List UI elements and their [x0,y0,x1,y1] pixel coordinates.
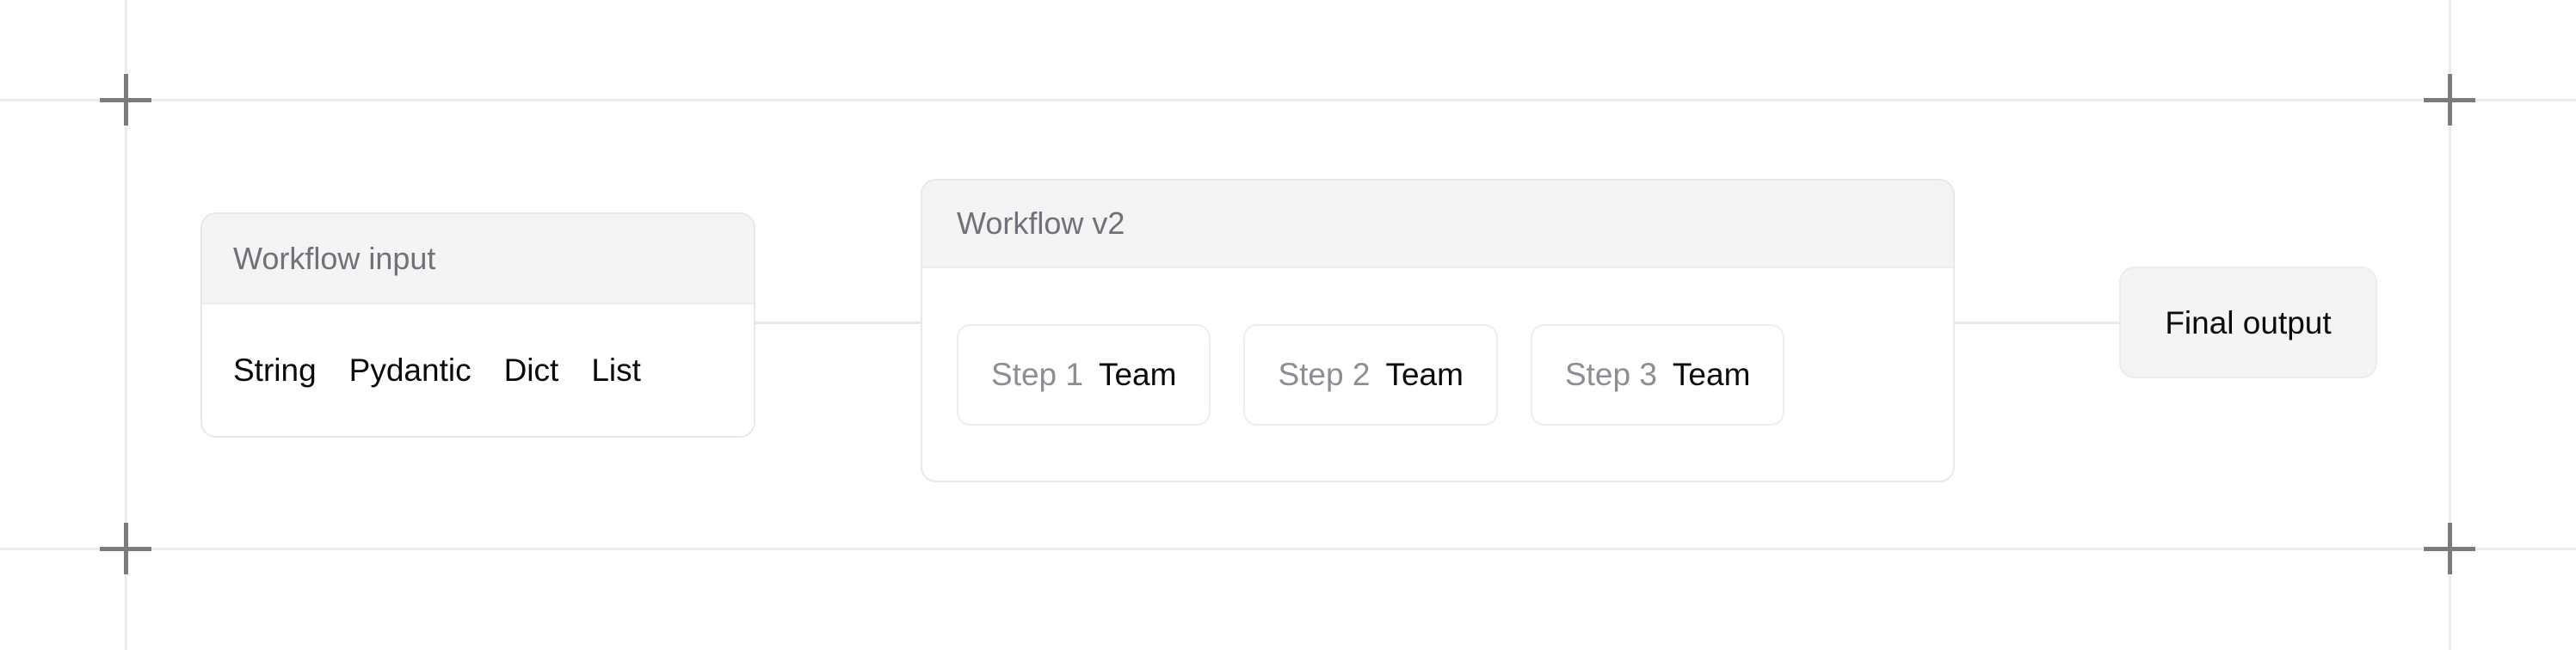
step-box-3[interactable]: Step 3 Team [1530,323,1785,426]
node-final-output[interactable]: Final output [2119,267,2377,378]
step-1-label: Team [1098,357,1177,392]
grid-guide-horizontal-top-center [151,99,2423,101]
crosshair-top-left[interactable] [100,74,151,126]
crosshair-bottom-left[interactable] [100,523,151,574]
grid-guide-vertical-left [125,0,127,89]
node-workflow-input[interactable]: Workflow input String Pydantic Dict List [200,212,755,438]
node-workflow-v2-header: Workflow v2 [922,181,1953,268]
grid-guide-horizontal-top-right [2474,99,2576,101]
step-2-label: Team [1385,357,1464,392]
grid-guide-horizontal-bottom-left [0,548,100,550]
crosshair-bottom-right[interactable] [2424,523,2475,574]
edge-input-to-workflow[interactable] [755,322,922,324]
grid-guide-vertical-left-mid [125,112,127,538]
grid-guide-vertical-left-bottom [125,561,127,650]
node-final-output-title: Final output [2165,304,2332,340]
node-workflow-input-header: Workflow input [202,214,754,304]
step-box-1[interactable]: Step 1 Team [957,323,1211,426]
step-3-index: Step 3 [1564,357,1657,392]
grid-guide-horizontal-top-left [0,99,100,101]
node-workflow-input-body: String Pydantic Dict List [202,304,754,436]
input-type-dict[interactable]: Dict [503,353,559,388]
node-workflow-v2-body: Step 1 Team Step 2 Team Step 3 Team [922,268,1953,481]
grid-guide-horizontal-bottom-center [151,548,2423,550]
grid-guide-vertical-right-bottom [2449,561,2451,650]
grid-guide-vertical-right-mid [2449,112,2451,538]
input-type-string[interactable]: String [233,353,317,388]
step-box-2[interactable]: Step 2 Team [1243,323,1498,426]
step-1-index: Step 1 [991,357,1083,392]
grid-guide-vertical-right [2449,0,2451,89]
node-workflow-input-title: Workflow input [233,240,436,276]
grid-guide-horizontal-bottom-right [2474,548,2576,550]
crosshair-top-right[interactable] [2424,74,2475,126]
step-2-index: Step 2 [1278,357,1371,392]
edge-workflow-to-output[interactable] [1953,322,2121,324]
step-3-label: Team [1672,357,1751,392]
input-type-list[interactable]: List [591,353,641,388]
input-type-pydantic[interactable]: Pydantic [348,353,471,388]
node-workflow-v2[interactable]: Workflow v2 Step 1 Team Step 2 Team Step… [921,179,1955,482]
node-workflow-v2-title: Workflow v2 [957,205,1125,241]
